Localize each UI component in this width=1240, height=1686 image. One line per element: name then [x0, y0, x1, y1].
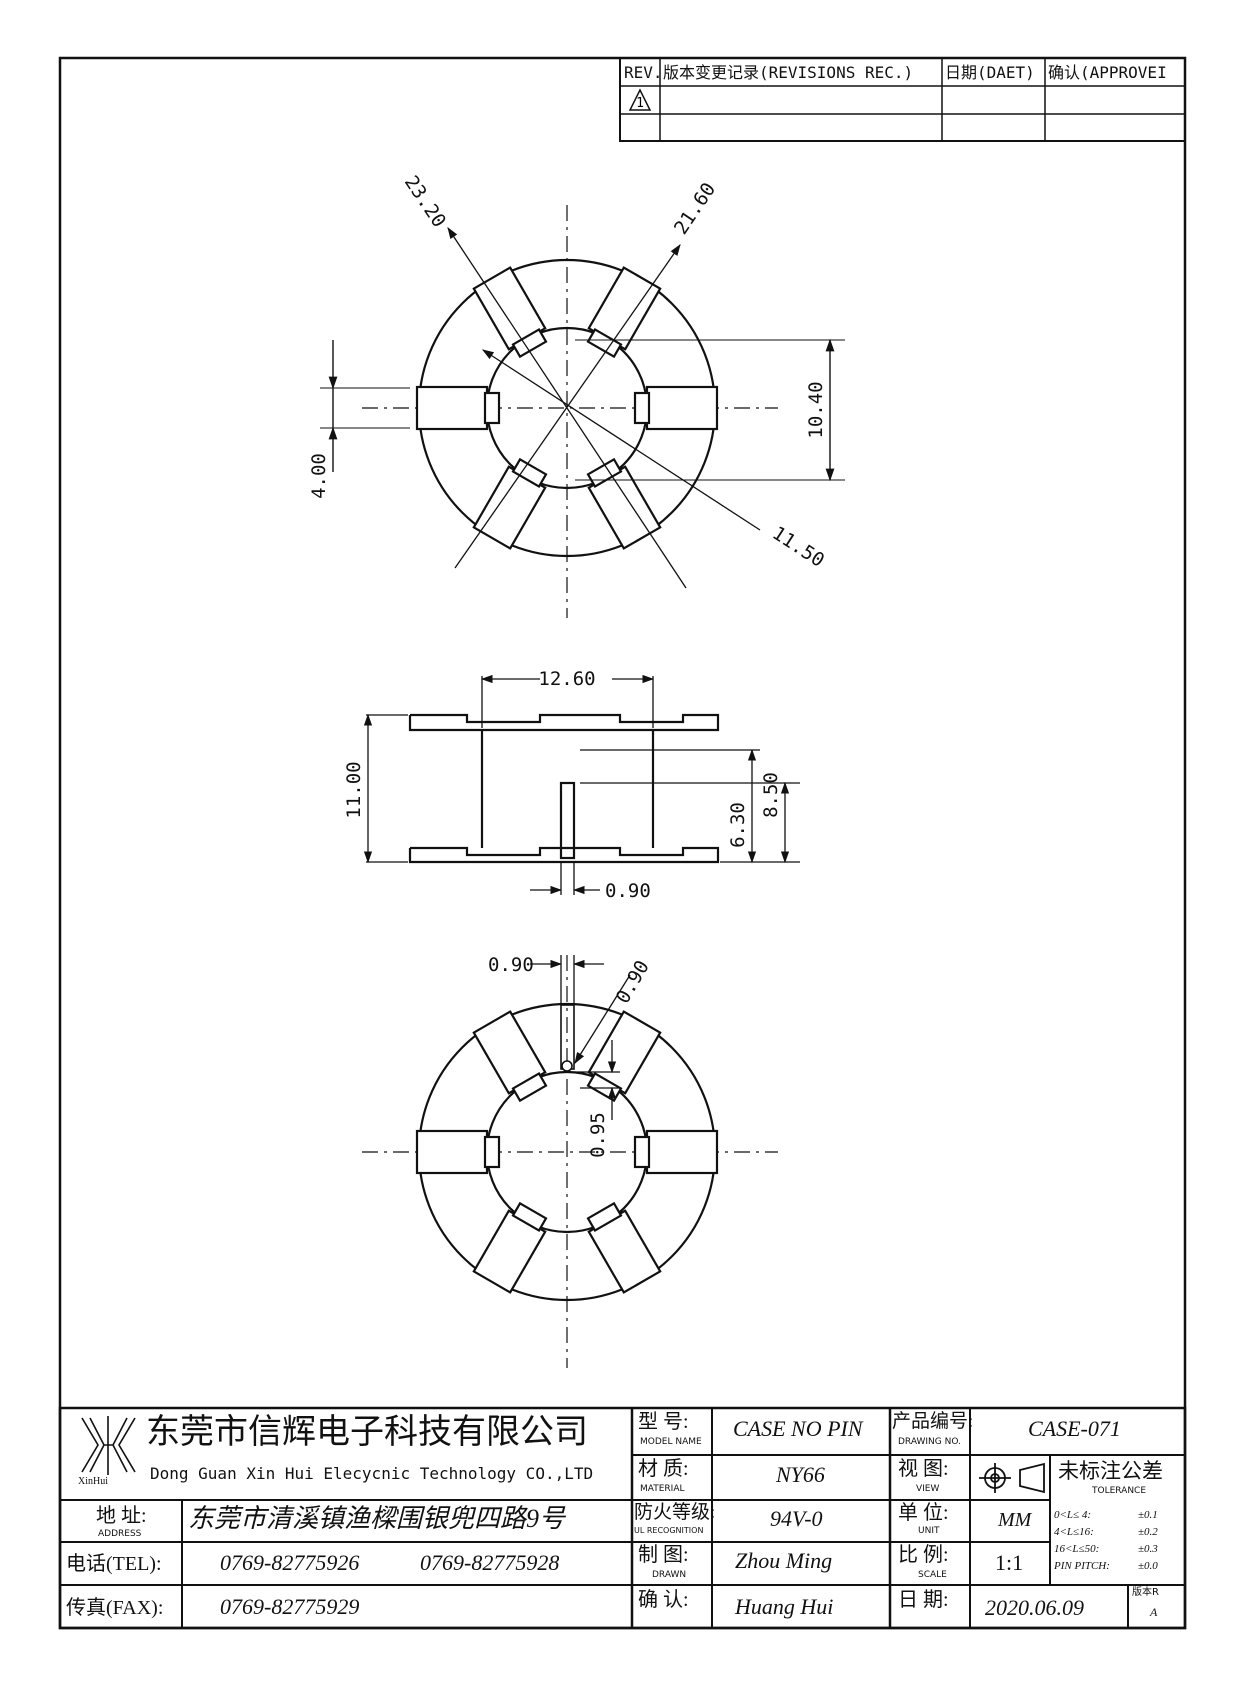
drawn-label-en: DRAWN [652, 1570, 687, 1580]
tel-value-1: 0769-82775926 [220, 1550, 360, 1575]
dim-side-pin: 6.30 [727, 802, 749, 848]
fax-value: 0769-82775929 [220, 1594, 360, 1619]
dim-top-outer: 23.20 [400, 172, 450, 232]
fin [645, 1129, 719, 1175]
date-value: 2020.06.09 [985, 1595, 1084, 1620]
hub-notch [586, 1201, 623, 1233]
address-label: 地 址: [96, 1505, 147, 1527]
material-label-en: MATERIAL [640, 1484, 685, 1494]
tel-label: 电话(TEL): [66, 1553, 162, 1575]
address-value: 东莞市清溪镇渔樑围银兜四路9号 [188, 1504, 566, 1533]
projection-symbol-icon [979, 1462, 1045, 1494]
side-view: 12.60 11.00 8.50 6.30 0.90 [343, 668, 800, 902]
revision-mark: 1 [636, 96, 644, 111]
drawn-value: Zhou Ming [735, 1548, 833, 1573]
fin [415, 1129, 489, 1175]
rev-header-record: 版本变更记录(REVISIONS REC.) [663, 63, 914, 82]
view-label-en: VIEW [916, 1484, 940, 1494]
tolerance-label: 未标注公差 [1058, 1459, 1163, 1483]
product-no-value: CASE-071 [1028, 1416, 1121, 1441]
scale-label-en: SCALE [918, 1570, 947, 1580]
model-label-en: MODEL NAME [640, 1437, 702, 1447]
bottom-view: 0.90 0.90 0.95 [362, 954, 778, 1368]
flame-label: 防火等级: [634, 1502, 716, 1523]
tolerance-range: 16<L≤50: [1054, 1543, 1100, 1555]
rev-header-date: 日期(DAET) [945, 63, 1035, 82]
product-no-label: 产品编号: [892, 1411, 974, 1432]
tolerance-label-en: TOLERANCE [1092, 1486, 1147, 1496]
dim-bottom-pin-width: 0.90 [488, 954, 534, 976]
hub-notch [511, 1071, 548, 1103]
version-value: A [1150, 1605, 1158, 1619]
top-view: 10.40 4.00 23.20 21.60 11.50 [308, 172, 845, 618]
fin [645, 385, 719, 431]
unit-label: 单 位: [898, 1502, 949, 1524]
hub-notch [511, 327, 548, 359]
dim-side-winding: 8.50 [760, 772, 782, 818]
tolerance-range: 4<L≤16: [1054, 1526, 1094, 1538]
unit-label-en: UNIT [918, 1526, 940, 1536]
dim-bottom-pin-offset: 0.95 [587, 1112, 609, 1158]
hub-notch [483, 1135, 501, 1169]
date-label: 日 期: [898, 1589, 949, 1611]
model-value: CASE NO PIN [733, 1416, 863, 1441]
hub-notch [511, 1201, 548, 1233]
tolerance-value: ±0.1 [1138, 1509, 1158, 1521]
dim-bottom-pin-diag: 0.90 [612, 957, 654, 1008]
revision-table: 1 [619, 57, 1186, 142]
hub-notch [586, 327, 623, 359]
confirm-label: 确 认: [638, 1589, 689, 1611]
logo-text: XinHui [78, 1476, 108, 1487]
flame-label-en: UL RECOGNITION [634, 1526, 704, 1535]
hub-notch [483, 391, 501, 425]
dim-side-height: 11.00 [343, 761, 365, 818]
dim-side-width: 12.60 [538, 668, 595, 690]
tolerance-value: ±0.2 [1138, 1526, 1158, 1538]
drawn-label: 制 图: [638, 1544, 689, 1566]
hub-notch [633, 391, 651, 425]
rev-header-rev: REV. [624, 63, 663, 82]
tolerance-range: 0<L≤ 4: [1054, 1509, 1091, 1521]
material-label: 材 质: [638, 1458, 689, 1480]
dim-side-pin-width: 0.90 [605, 880, 651, 902]
dim-top-height: 10.40 [805, 381, 827, 438]
hub-notch [633, 1135, 651, 1169]
unit-value: MM [998, 1509, 1032, 1531]
model-label: 型 号: [638, 1411, 689, 1433]
material-value: NY66 [776, 1462, 825, 1487]
version-label: 版本R [1132, 1587, 1159, 1598]
confirm-value: Huang Hui [735, 1594, 834, 1619]
revision-triangle-icon [628, 88, 652, 111]
hub-notch [511, 457, 548, 489]
tolerance-value: ±0.3 [1138, 1543, 1158, 1555]
scale-label: 比 例: [898, 1544, 949, 1566]
title-block-grid [58, 1406, 1187, 1630]
company-name-en: Dong Guan Xin Hui Elecycnic Technology C… [150, 1464, 594, 1483]
flame-value: 94V-0 [770, 1506, 823, 1531]
product-no-label-en: DRAWING NO. [898, 1437, 961, 1447]
fin [415, 385, 489, 431]
address-label-en: ADDRESS [98, 1529, 142, 1539]
dim-top-flange: 21.60 [670, 179, 720, 239]
tolerance-value: ±0.0 [1138, 1560, 1158, 1572]
fax-label: 传真(FAX): [66, 1597, 164, 1619]
dim-top-inner: 11.50 [768, 522, 828, 572]
rev-header-approve: 确认(APPROVEI [1048, 63, 1167, 82]
tolerance-range: PIN PITCH: [1054, 1560, 1110, 1572]
scale-value: 1:1 [995, 1550, 1024, 1575]
view-label: 视 图: [898, 1458, 949, 1480]
company-name-cn: 东莞市信辉电子科技有限公司 [146, 1414, 588, 1451]
tel-value-2: 0769-82775928 [420, 1550, 560, 1575]
company-logo-icon [81, 1416, 136, 1475]
dim-top-slot: 4.00 [308, 453, 330, 499]
